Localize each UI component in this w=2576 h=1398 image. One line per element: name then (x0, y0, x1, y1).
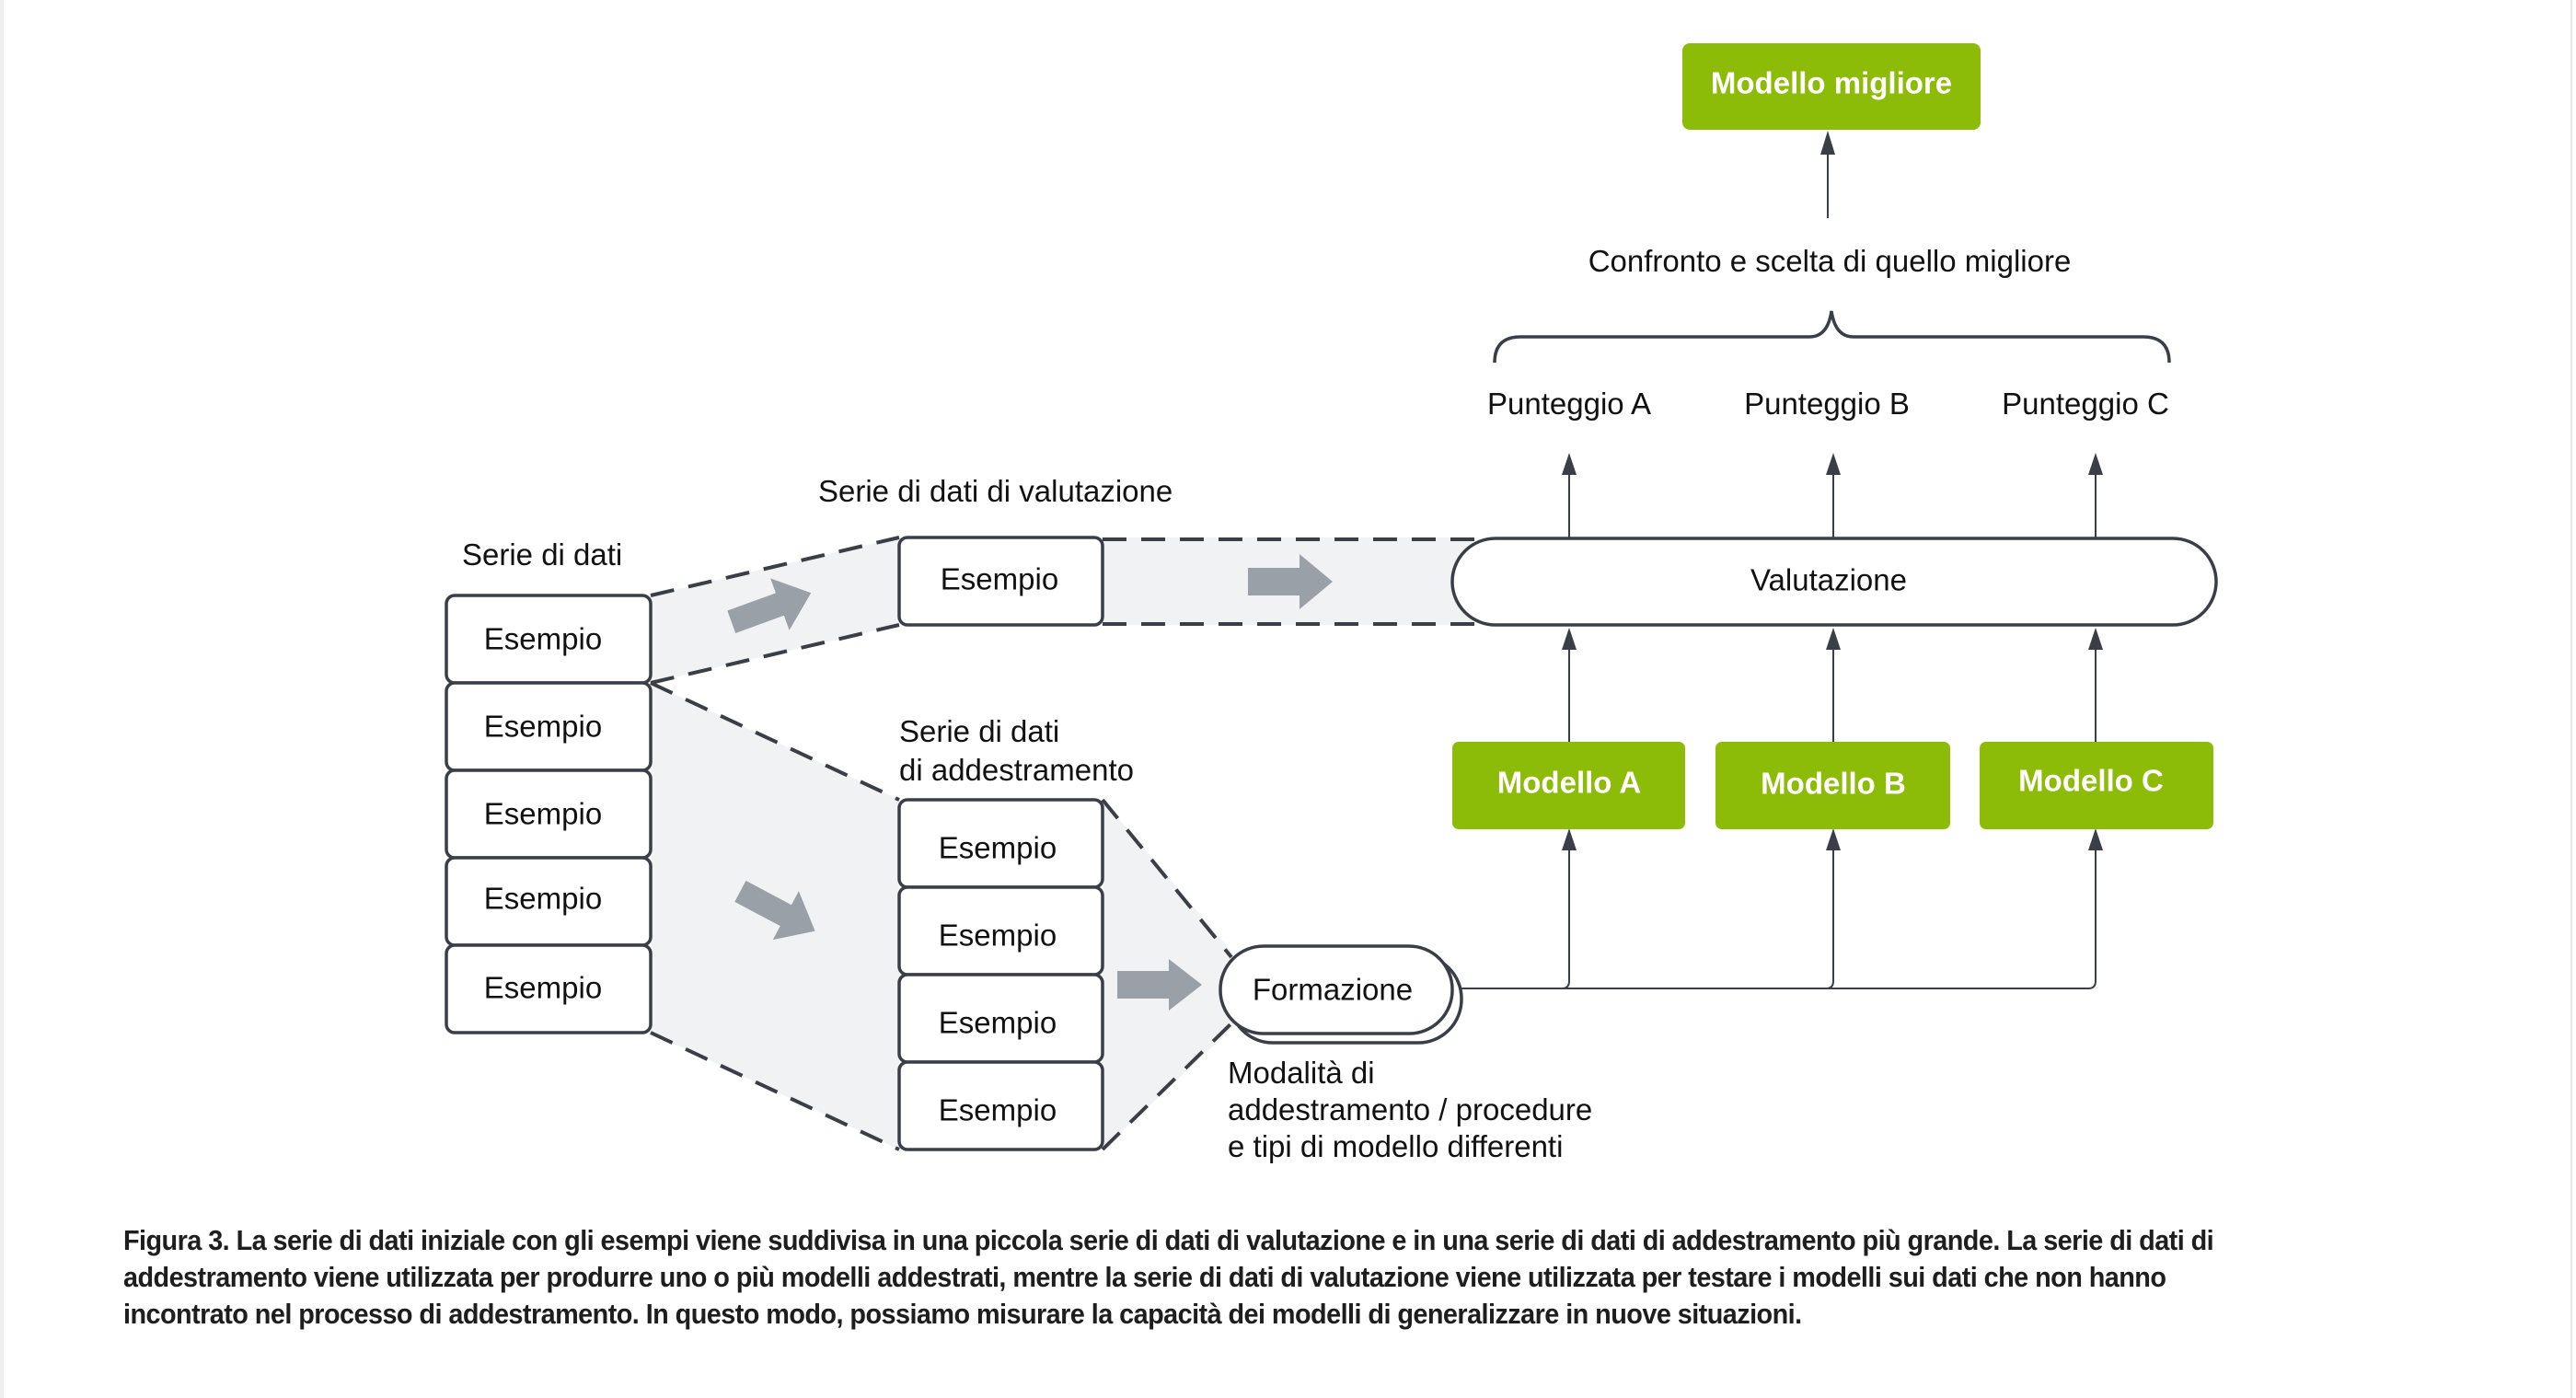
dataset-label: Serie di dati (462, 537, 622, 572)
page-edge-right (2570, 0, 2572, 1398)
dataset-example-label: Esempio (484, 797, 602, 831)
evaluation-node-label: Valutazione (1750, 563, 1907, 597)
train-example-label: Esempio (939, 1093, 1057, 1127)
flow-arrow-icon (727, 578, 812, 633)
arrow-up-icon (1820, 131, 1835, 155)
model-b-box (1715, 742, 1950, 829)
dataset-example-label: Esempio (484, 710, 602, 744)
train-set-label-line2: di addestramento (899, 753, 1134, 787)
score-a-label: Punteggio A (1487, 387, 1651, 421)
eval-set-label: Serie di dati di valutazione (818, 474, 1172, 508)
arrow-up-icon (1826, 828, 1841, 850)
dashed-line (650, 536, 900, 597)
best-model-label: Modello migliore (1711, 66, 1952, 100)
arrow-up-icon (1826, 453, 1841, 475)
training-note-line: addestramento / procedure (1228, 1092, 1592, 1126)
model-c-label: Modello C (2018, 764, 2164, 798)
train-example-label: Esempio (939, 1006, 1057, 1040)
score-b-label: Punteggio B (1744, 387, 1910, 421)
page-edge-left (0, 0, 4, 1398)
figure-caption: Figura 3. La serie di dati iniziale con … (123, 1224, 2214, 1330)
arrow-up-icon (2088, 828, 2103, 850)
arrow-up-icon (1826, 628, 1841, 650)
dashed-line (650, 681, 900, 802)
dataset-stack: Esempio Esempio Esempio Esempio Esempio (445, 594, 653, 1034)
training-to-models-connector (1461, 847, 2097, 989)
arrow-up-icon (1562, 453, 1577, 475)
best-model-box (1682, 43, 1981, 130)
dataset-example-label: Esempio (484, 622, 602, 656)
model-a-label: Modello A (1497, 766, 1641, 800)
arrow-up-icon (1562, 828, 1577, 850)
training-note-line: Modalità di (1228, 1056, 1375, 1090)
train-example-label: Esempio (939, 919, 1057, 953)
training-note-line: e tipi di modello differenti (1228, 1129, 1563, 1163)
train-set-label-line1: Serie di dati (899, 714, 1059, 748)
compare-label: Confronto e scelta di quello migliore (1588, 244, 2072, 278)
model-a-box (1452, 742, 1685, 829)
model-b-label: Modello B (1761, 767, 1906, 801)
flow-arrow-icon (734, 880, 815, 941)
model-c-box (1980, 742, 2213, 829)
dataset-example-box (445, 943, 653, 1034)
training-node (1219, 944, 1454, 1035)
arrow-up-icon (2088, 628, 2103, 650)
dashed-line (650, 1031, 900, 1151)
dashed-line (650, 623, 900, 685)
dataset-example-label: Esempio (484, 971, 602, 1005)
score-c-label: Punteggio C (2002, 387, 2169, 421)
eval-example-label: Esempio (941, 562, 1058, 596)
train-stack: Esempio Esempio Esempio Esempio (897, 798, 1104, 1151)
arrow-up-icon (2088, 453, 2103, 475)
training-node-label: Formazione (1253, 973, 1413, 1007)
flow-arrow-icon (1117, 959, 1202, 1011)
dashed-line (1101, 1022, 1233, 1151)
curly-brace (1493, 310, 2171, 364)
dashed-line (1101, 798, 1233, 959)
train-example-box (897, 1060, 1104, 1151)
flow-arrow-icon (1248, 554, 1333, 609)
dataset-example-label: Esempio (484, 882, 602, 916)
train-example-label: Esempio (939, 831, 1057, 865)
eval-example-box (897, 536, 1104, 627)
arrow-up-icon (1562, 628, 1577, 650)
